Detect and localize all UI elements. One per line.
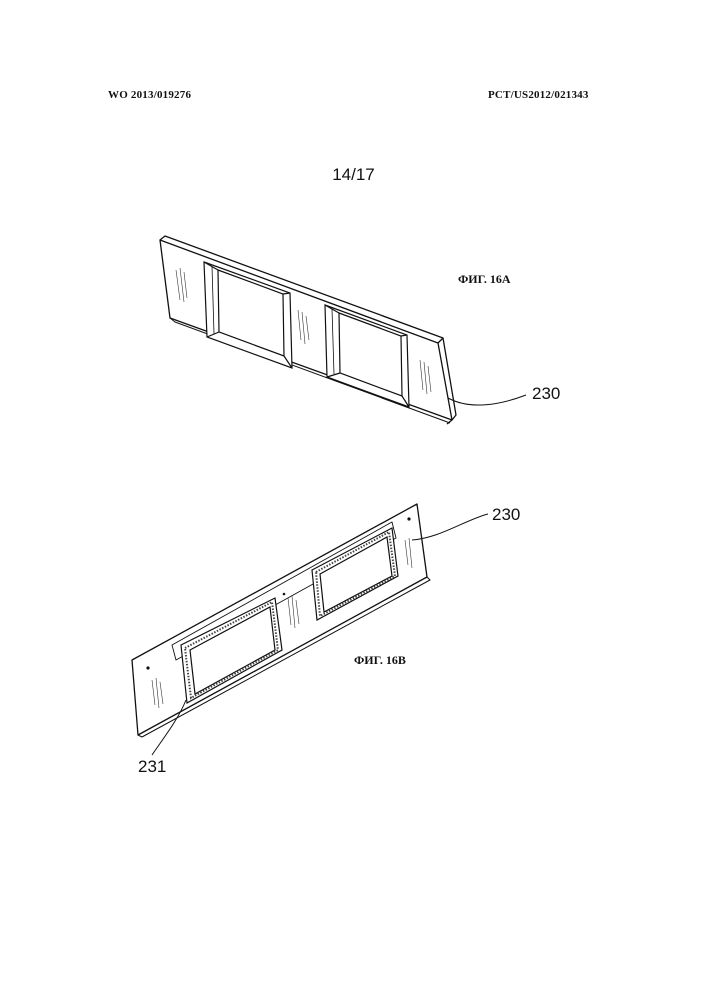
reference-numeral-230-16b: 230 [492, 505, 520, 525]
leader-230-16b [412, 514, 488, 540]
reference-numeral-230-16a: 230 [532, 384, 560, 404]
reference-numeral-231-16b: 231 [138, 757, 166, 777]
figure-16a-caption: ФИГ. 16A [458, 272, 511, 287]
figure-16b-caption: ФИГ. 16B [354, 653, 406, 668]
